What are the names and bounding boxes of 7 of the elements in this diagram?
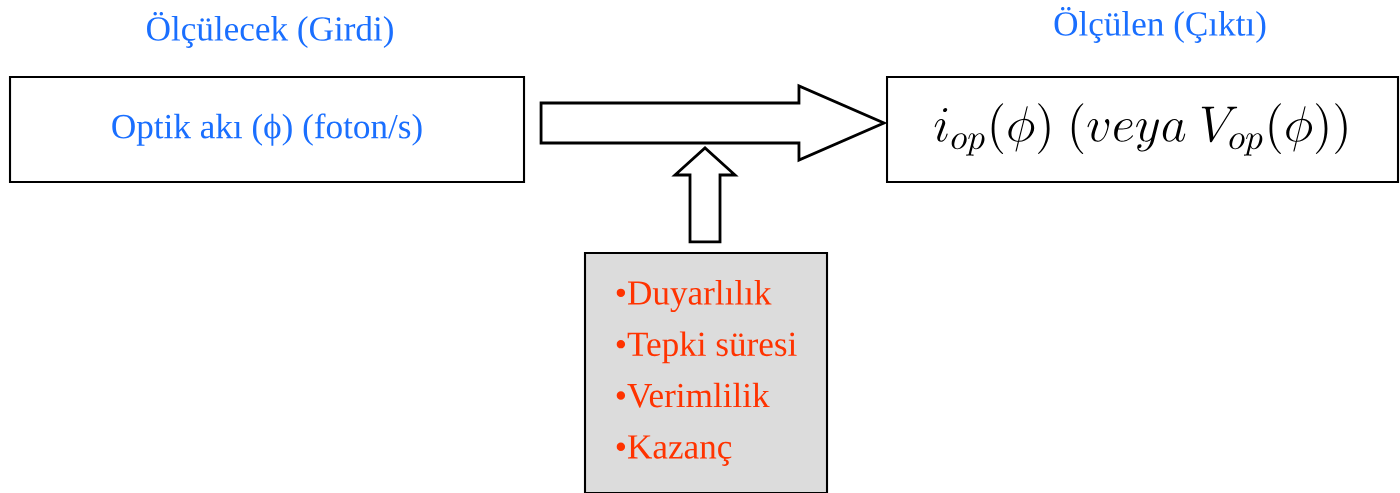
block-arrow bbox=[539, 83, 888, 163]
io-box: Optik akı (ϕ) (foton/s) bbox=[8, 75, 526, 184]
io-box: $i_{op}(\phi)\ (veya\ V_{op}(\phi))$ bbox=[885, 75, 1400, 184]
parameter-box: •Duyarlılık •Tepki süresi •Verimlilik •Kazanç bbox=[583, 251, 829, 493]
heading: Ölçülecek (Girdi) bbox=[147, 12, 393, 48]
block-arrow bbox=[671, 146, 739, 244]
heading: Ölçülen (Çıktı) bbox=[1054, 7, 1266, 43]
